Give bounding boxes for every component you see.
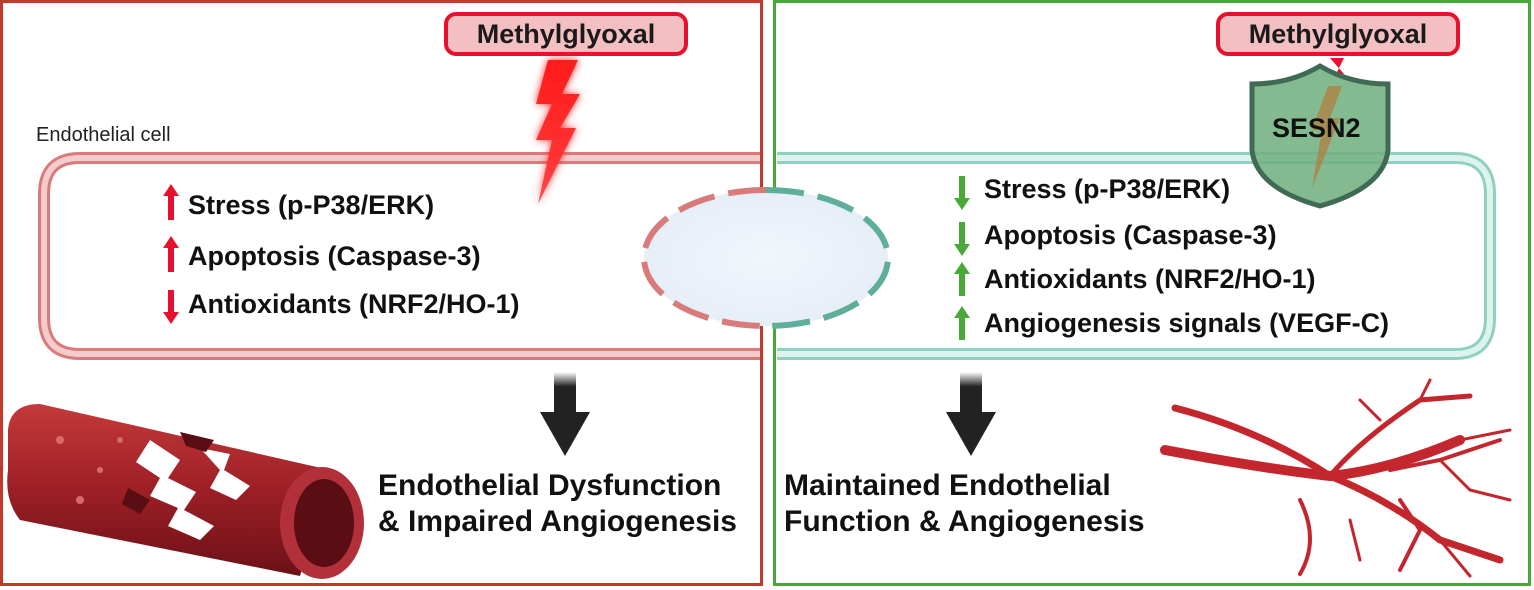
right-effect-arrows bbox=[954, 176, 970, 340]
left-outcome-line2: & Impaired Angiogenesis bbox=[378, 505, 737, 538]
arrow-down-icon bbox=[163, 290, 179, 324]
right-effect-antioxidants: Antioxidants (NRF2/HO-1) bbox=[984, 264, 1316, 294]
left-outcome-line1: Endothelial Dysfunction bbox=[378, 469, 722, 502]
arrow-up-icon bbox=[954, 262, 970, 296]
methylglyoxal-badge-left: Methylglyoxal bbox=[444, 12, 688, 56]
methylglyoxal-badge-right: Methylglyoxal bbox=[1216, 12, 1460, 56]
branching-vessels-icon bbox=[1160, 378, 1512, 578]
right-effect-angiogenesis: Angiogenesis signals (VEGF-C) bbox=[984, 308, 1390, 338]
lightning-bolt-icon bbox=[536, 60, 580, 204]
right-outcome-line1: Maintained Endothelial bbox=[784, 469, 1111, 502]
left-effect-apoptosis: Apoptosis (Caspase-3) bbox=[188, 241, 481, 271]
outcome-arrow-right-icon bbox=[946, 372, 996, 456]
right-effect-stress: Stress (p-P38/ERK) bbox=[984, 174, 1231, 204]
blocked-lightning-icon bbox=[1330, 58, 1344, 74]
outcome-arrow-left-icon bbox=[540, 372, 590, 456]
damaged-vessel-icon bbox=[7, 404, 364, 579]
left-effect-arrows bbox=[163, 184, 179, 324]
shield-icon bbox=[1249, 63, 1391, 209]
arrow-up-icon bbox=[163, 184, 179, 220]
arrow-up-icon bbox=[954, 306, 970, 340]
right-effect-apoptosis: Apoptosis (Caspase-3) bbox=[984, 220, 1277, 250]
left-cell-membrane bbox=[38, 152, 760, 360]
nucleus bbox=[641, 187, 891, 329]
arrow-up-icon bbox=[163, 236, 179, 272]
sesn2-label: SESN2 bbox=[1272, 113, 1361, 143]
arrow-down-icon bbox=[954, 222, 970, 256]
arrow-down-icon bbox=[954, 176, 970, 210]
left-effect-stress: Stress (p-P38/ERK) bbox=[188, 190, 435, 220]
endothelial-cell-label: Endothelial cell bbox=[36, 124, 171, 146]
right-cell-membrane bbox=[777, 152, 1496, 360]
right-outcome-line2: Function & Angiogenesis bbox=[784, 505, 1145, 538]
left-effect-antioxidants: Antioxidants (NRF2/HO-1) bbox=[188, 289, 520, 319]
